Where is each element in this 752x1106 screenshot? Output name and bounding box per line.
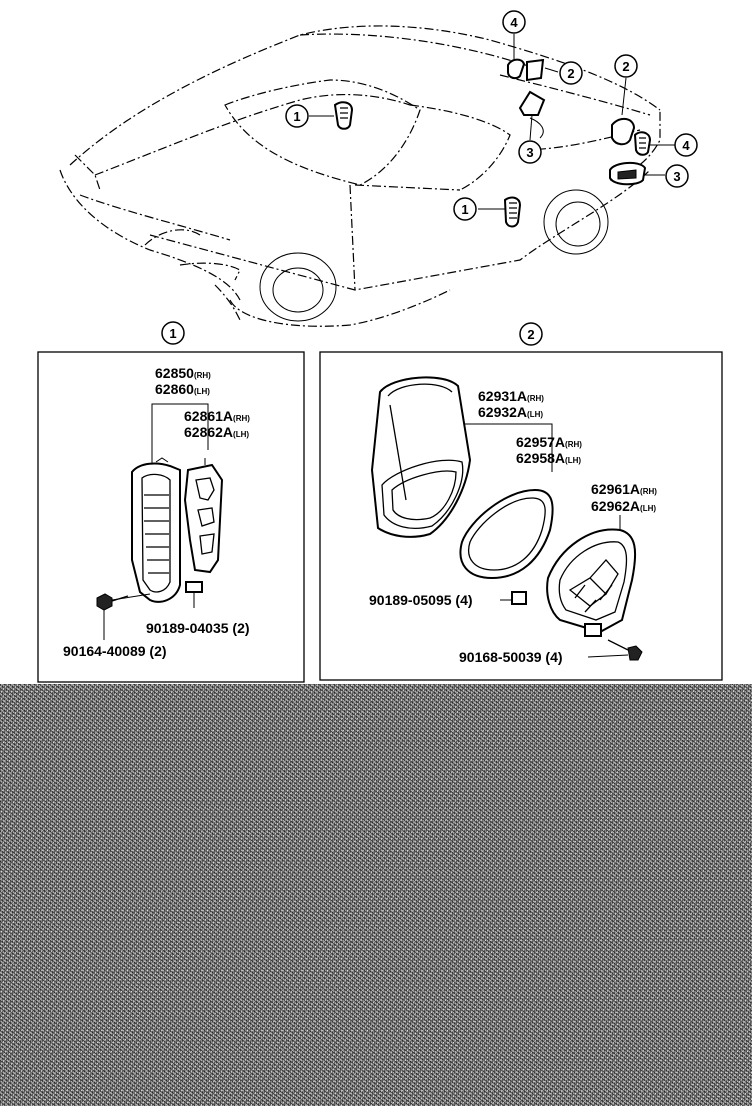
callout-4-lower: 4 (674, 133, 698, 157)
svg-text:4: 4 (682, 138, 690, 153)
bolt-part (96, 593, 151, 640)
svg-text:2: 2 (567, 66, 574, 81)
part-90164-40089: 90164-40089 (2) (63, 643, 167, 659)
part-62962a: 62962A(LH) (591, 498, 656, 514)
outer-grille-part (546, 528, 637, 637)
part-62862a: 62862A(LH) (184, 424, 249, 440)
svg-text:4: 4 (510, 15, 518, 30)
clip-part (185, 581, 203, 608)
svg-text:3: 3 (526, 145, 533, 160)
car-illustration (59, 25, 675, 327)
box-2-frame (319, 351, 723, 681)
callout-3-lower: 3 (665, 164, 689, 188)
callout-1-lower: 1 (453, 197, 477, 221)
svg-text:2: 2 (527, 327, 534, 342)
part-62932a: 62932A(LH) (478, 404, 543, 420)
callout-3-upper: 3 (518, 140, 542, 164)
part-90189-05095: 90189-05095 (4) (369, 592, 473, 608)
scan-noise-area (0, 684, 752, 1106)
detail-box-2: 2 62931A(RH) 62932A(LH) 62957A(RH) 62958… (319, 322, 723, 681)
callout-2-upper-left: 2 (559, 61, 583, 85)
callout-1-upper: 1 (285, 104, 309, 128)
air-duct-part (370, 376, 472, 538)
part-62931a: 62931A(RH) (478, 388, 544, 404)
part-62957a: 62957A(RH) (516, 434, 582, 450)
box-2-callout: 2 (519, 322, 543, 346)
screw-part (587, 639, 643, 661)
svg-text:1: 1 (293, 109, 300, 124)
svg-text:2: 2 (622, 59, 629, 74)
part-62958a: 62958A(LH) (516, 450, 581, 466)
part-90168-50039: 90168-50039 (4) (459, 649, 563, 665)
svg-text:1: 1 (461, 202, 468, 217)
callout-2-upper-right: 2 (614, 54, 638, 78)
part-90189-04035: 90189-04035 (2) (146, 620, 250, 636)
part-62861a: 62861A(RH) (184, 408, 250, 424)
svg-text:1: 1 (169, 326, 176, 341)
part-62860: 62860(LH) (155, 381, 210, 397)
box-1-callout: 1 (161, 321, 185, 345)
part-62850: 62850(RH) (155, 365, 211, 381)
parts-diagram: 1 1 4 2 2 3 4 3 1 62850(RH) 62860(LH) 62… (37, 10, 723, 683)
part-62961a: 62961A(RH) (591, 481, 657, 497)
louver-grille-part (131, 457, 181, 603)
grille-gasket-part (183, 458, 224, 574)
duct-gasket-part (459, 488, 554, 580)
clip-part-2 (500, 591, 527, 605)
svg-text:3: 3 (673, 169, 680, 184)
detail-box-1: 1 62850(RH) 62860(LH) 62861A(RH) 62862A(… (37, 321, 305, 683)
box-1-frame (37, 351, 305, 683)
callout-4-upper: 4 (502, 10, 526, 34)
